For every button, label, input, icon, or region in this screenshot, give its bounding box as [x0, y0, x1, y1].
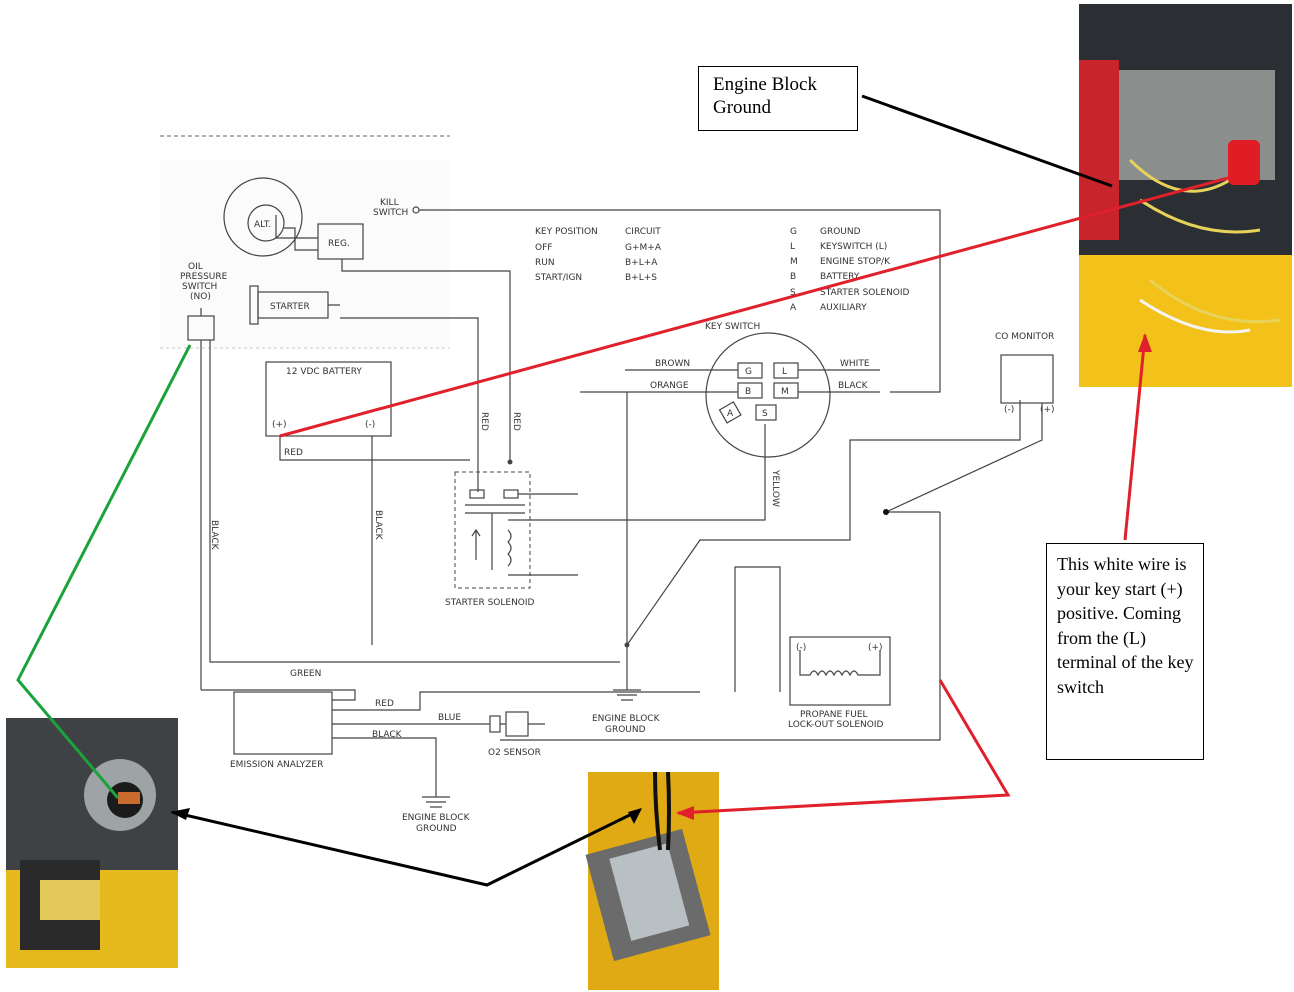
legend-key-5: A [790, 303, 797, 313]
starter-label: STARTER [270, 302, 310, 312]
red-line-propane [677, 679, 1011, 815]
wire-blue-label: BLUE [438, 713, 461, 723]
wire-black-label-3: BLACK [838, 381, 869, 391]
wire-black-label-1: BLACK [209, 520, 219, 551]
battery-box [265, 361, 392, 437]
callout-engine-block-ground: Engine Block Ground [698, 66, 858, 131]
photo-propane-switch [585, 771, 719, 990]
kill-switch-label: KILL [380, 198, 399, 208]
green-line-oil-switch [16, 344, 192, 799]
callout-white-wire: This white wire is your key start (+) po… [1046, 543, 1204, 760]
wire-black-label-2: BLACK [373, 510, 383, 541]
o2-sensor-icon [505, 711, 529, 737]
legend-key-2: M [790, 257, 798, 267]
svg-text:(+): (+) [1040, 405, 1055, 415]
legend-key-4: S [790, 288, 796, 298]
svg-text:GROUND: GROUND [416, 824, 457, 834]
emission-analyzer-label: EMISSION ANALYZER [230, 760, 323, 770]
key-switch-label: KEY SWITCH [705, 322, 760, 332]
key-table-row-0-circ: G+M+A [625, 243, 662, 253]
wire-yellow-label: YELLOW [770, 469, 780, 507]
legend-val-1: KEYSWITCH (L) [820, 242, 887, 252]
red-line-battery [279, 176, 1229, 438]
svg-text:L: L [782, 367, 787, 377]
ground-symbol-1 [613, 689, 641, 701]
wire-brown-label: BROWN [655, 359, 690, 369]
legend-val-5: AUXILIARY [820, 303, 867, 313]
photo-oil-switch [6, 718, 178, 968]
black-line-ground [861, 94, 1113, 188]
svg-text:A: A [727, 409, 734, 419]
ground-symbol-2 [422, 796, 450, 808]
legend-val-3: BATTERY [820, 272, 860, 282]
wire-orange-label: ORANGE [650, 381, 689, 391]
svg-text:(NO): (NO) [190, 292, 211, 302]
wire-red-label-2: RED [479, 412, 489, 431]
red-line-white-wire [1123, 334, 1147, 541]
alt-label: ALT. [254, 220, 271, 230]
key-table-header-1: CIRCUIT [625, 227, 661, 237]
legend-key-1: L [790, 242, 795, 252]
svg-text:G: G [745, 367, 752, 377]
reg-label: REG. [328, 239, 350, 249]
key-switch-circle [705, 332, 831, 458]
co-monitor-box [1000, 354, 1054, 404]
svg-text:SWITCH: SWITCH [182, 282, 217, 292]
legend-val-4: STARTER SOLENOID [820, 288, 910, 298]
svg-text:M: M [781, 387, 789, 397]
oil-switch-label: OIL [188, 262, 203, 272]
regulator-box [317, 223, 364, 260]
battery-pos-label: (+) [272, 420, 287, 430]
wire-white-label: WHITE [840, 359, 870, 369]
scan-background [160, 160, 450, 350]
svg-text:(-): (-) [1004, 405, 1014, 415]
key-table-row-0-pos: OFF [535, 243, 552, 253]
legend-val-0: GROUND [820, 227, 861, 237]
wire-red-label-4: RED [375, 699, 394, 709]
legend-key-3: B [790, 272, 796, 282]
legend-val-2: ENGINE STOP/K [820, 257, 891, 267]
key-table-row-1-circ: B+L+A [625, 258, 658, 268]
wire-black-label-4: BLACK [372, 730, 403, 740]
svg-text:S: S [762, 409, 768, 419]
svg-text:B: B [745, 387, 751, 397]
co-monitor-label: CO MONITOR [995, 332, 1054, 342]
wire-green-label: GREEN [290, 669, 321, 679]
photo-engine [1079, 4, 1292, 387]
svg-text:LOCK-OUT SOLENOID: LOCK-OUT SOLENOID [788, 720, 884, 730]
battery-neg-label: (-) [365, 420, 375, 430]
key-table-row-1-pos: RUN [535, 258, 555, 268]
key-table-header-0: KEY POSITION [535, 227, 598, 237]
key-table-row-2-pos: START/IGN [535, 273, 582, 283]
svg-text:PROPANE FUEL: PROPANE FUEL [800, 710, 868, 720]
emission-analyzer-box [233, 691, 333, 755]
svg-text:ENGINE BLOCK: ENGINE BLOCK [402, 813, 471, 823]
starter-solenoid-box [454, 471, 531, 589]
svg-text:GROUND: GROUND [605, 725, 646, 735]
svg-text:ENGINE BLOCK: ENGINE BLOCK [592, 714, 661, 724]
o2-sensor-label: O2 SENSOR [488, 748, 541, 758]
schematic: ALT. REG. KILL SWITCH OIL PRESSURE SWITC… [180, 177, 1055, 834]
kill-switch-label-2: SWITCH [373, 208, 408, 218]
svg-text:(+): (+) [868, 643, 883, 653]
propane-solenoid-box [789, 636, 891, 706]
alternator-icon [223, 177, 303, 257]
svg-text:(-): (-) [796, 643, 806, 653]
key-table-row-2-circ: B+L+S [625, 273, 657, 283]
battery-label: 12 VDC BATTERY [286, 367, 362, 377]
svg-text:PRESSURE: PRESSURE [180, 272, 228, 282]
wire-red-label-battery: RED [284, 448, 303, 458]
wire-red-label-3: RED [511, 412, 521, 431]
black-line-photos [171, 808, 641, 887]
starter-solenoid-label: STARTER SOLENOID [445, 598, 535, 608]
legend-key-0: G [790, 227, 797, 237]
